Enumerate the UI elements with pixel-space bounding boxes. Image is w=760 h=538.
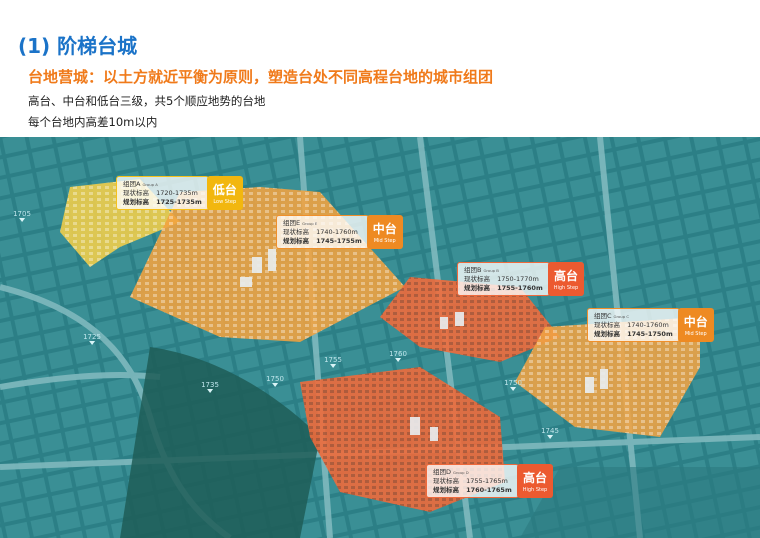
elevation-pin-icon — [329, 364, 336, 368]
landmark-buildings — [240, 249, 608, 441]
current-elevation: 现状标高 1740-1760m — [283, 227, 358, 236]
elevation-marker-1750-b: 1750 — [504, 379, 522, 391]
planned-elevation: 规划标高 1760-1765m — [433, 485, 512, 494]
planned-elevation: 规划标高 1725-1735m — [123, 197, 202, 206]
current-elevation: 现状标高 1720-1735m — [123, 188, 198, 197]
current-elevation: 现状标高 1750-1770m — [464, 274, 539, 283]
planned-elevation: 规划标高 1745-1750m — [594, 329, 673, 338]
elevation-marker-1735: 1735 — [201, 381, 219, 393]
planned-elevation: 规划标高 1755-1760m — [464, 283, 543, 292]
elevation-marker-1755: 1755 — [324, 356, 342, 368]
terrace-city-map: 1705 1725 1735 1750 1755 1760 1750 1745 … — [0, 137, 760, 538]
elevation-marker-1760: 1760 — [389, 350, 407, 362]
elevation-pin-icon — [271, 383, 278, 387]
elevation-marker-1705: 1705 — [13, 210, 31, 222]
description-line-1: 高台、中台和低台三级，共5个顺应地势的台地 — [28, 94, 266, 108]
planned-elevation: 规划标高 1745-1755m — [283, 236, 362, 245]
elevation-pin-icon — [206, 389, 213, 393]
terrace-b-buildings — [380, 277, 560, 362]
current-elevation: 现状标高 1740-1760m — [594, 320, 669, 329]
elevation-pin-icon — [88, 341, 95, 345]
elevation-pin-icon — [546, 435, 553, 439]
current-elevation: 现状标高 1755-1765m — [433, 476, 508, 485]
page-subtitle: 台地营城：以土方就近平衡为原则，塑造台处不同高程台地的城市组团 — [28, 68, 494, 86]
elevation-pin-icon — [394, 358, 401, 362]
elevation-marker-1750-a: 1750 — [266, 375, 284, 387]
elevation-pin-icon — [18, 218, 25, 222]
elevation-pin-icon — [509, 387, 516, 391]
page-title: (1) 阶梯台城 — [18, 34, 138, 58]
description-line-2: 每个台地内高差10m以内 — [28, 115, 158, 129]
elevation-marker-1745: 1745 — [541, 427, 559, 439]
outer-district — [520, 467, 760, 538]
green-land — [120, 347, 320, 538]
map-illustration — [0, 137, 760, 538]
elevation-marker-1725: 1725 — [83, 333, 101, 345]
